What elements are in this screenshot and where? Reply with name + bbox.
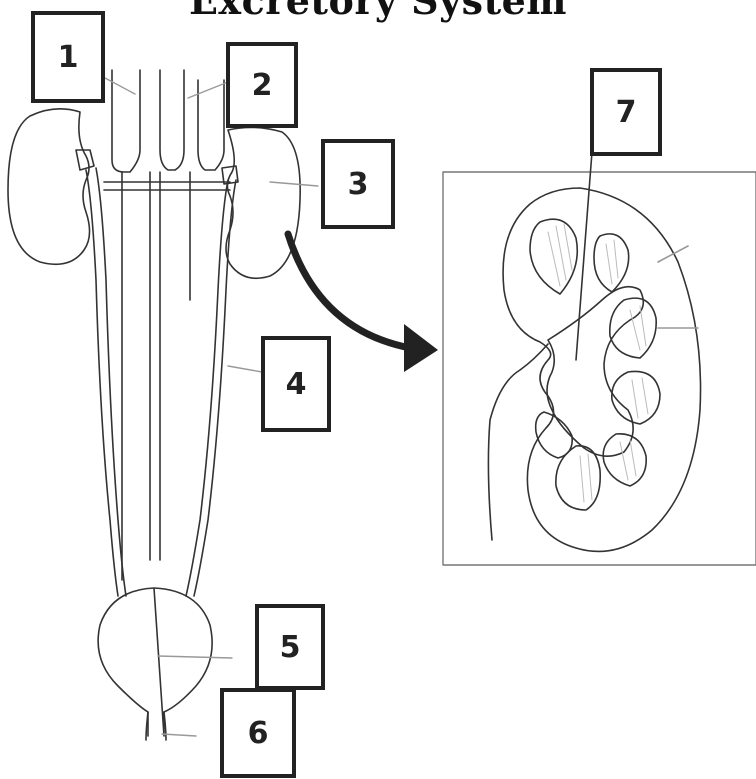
- renal-pyramid: [612, 371, 660, 424]
- renal-cortex-outline: [503, 188, 700, 551]
- urinary-bladder: [98, 588, 212, 736]
- kidney-cross-section: [488, 188, 700, 551]
- label-4: 4: [261, 336, 331, 432]
- label-7: 7: [590, 68, 662, 156]
- great-vessels: [104, 70, 230, 580]
- label-1: 1: [31, 11, 105, 103]
- renal-pyramid: [610, 298, 656, 358]
- left-kidney: [8, 109, 90, 264]
- label-5: 5: [255, 604, 325, 690]
- renal-pyramid: [603, 434, 646, 486]
- renal-pyramid: [556, 446, 600, 510]
- label-7-leader: [576, 152, 592, 360]
- label-6: 6: [220, 688, 296, 778]
- ureters: [86, 168, 236, 596]
- renal-pyramid: [594, 234, 629, 292]
- right-kidney: [226, 127, 300, 278]
- label-3: 3: [321, 139, 395, 229]
- label-2: 2: [226, 42, 298, 128]
